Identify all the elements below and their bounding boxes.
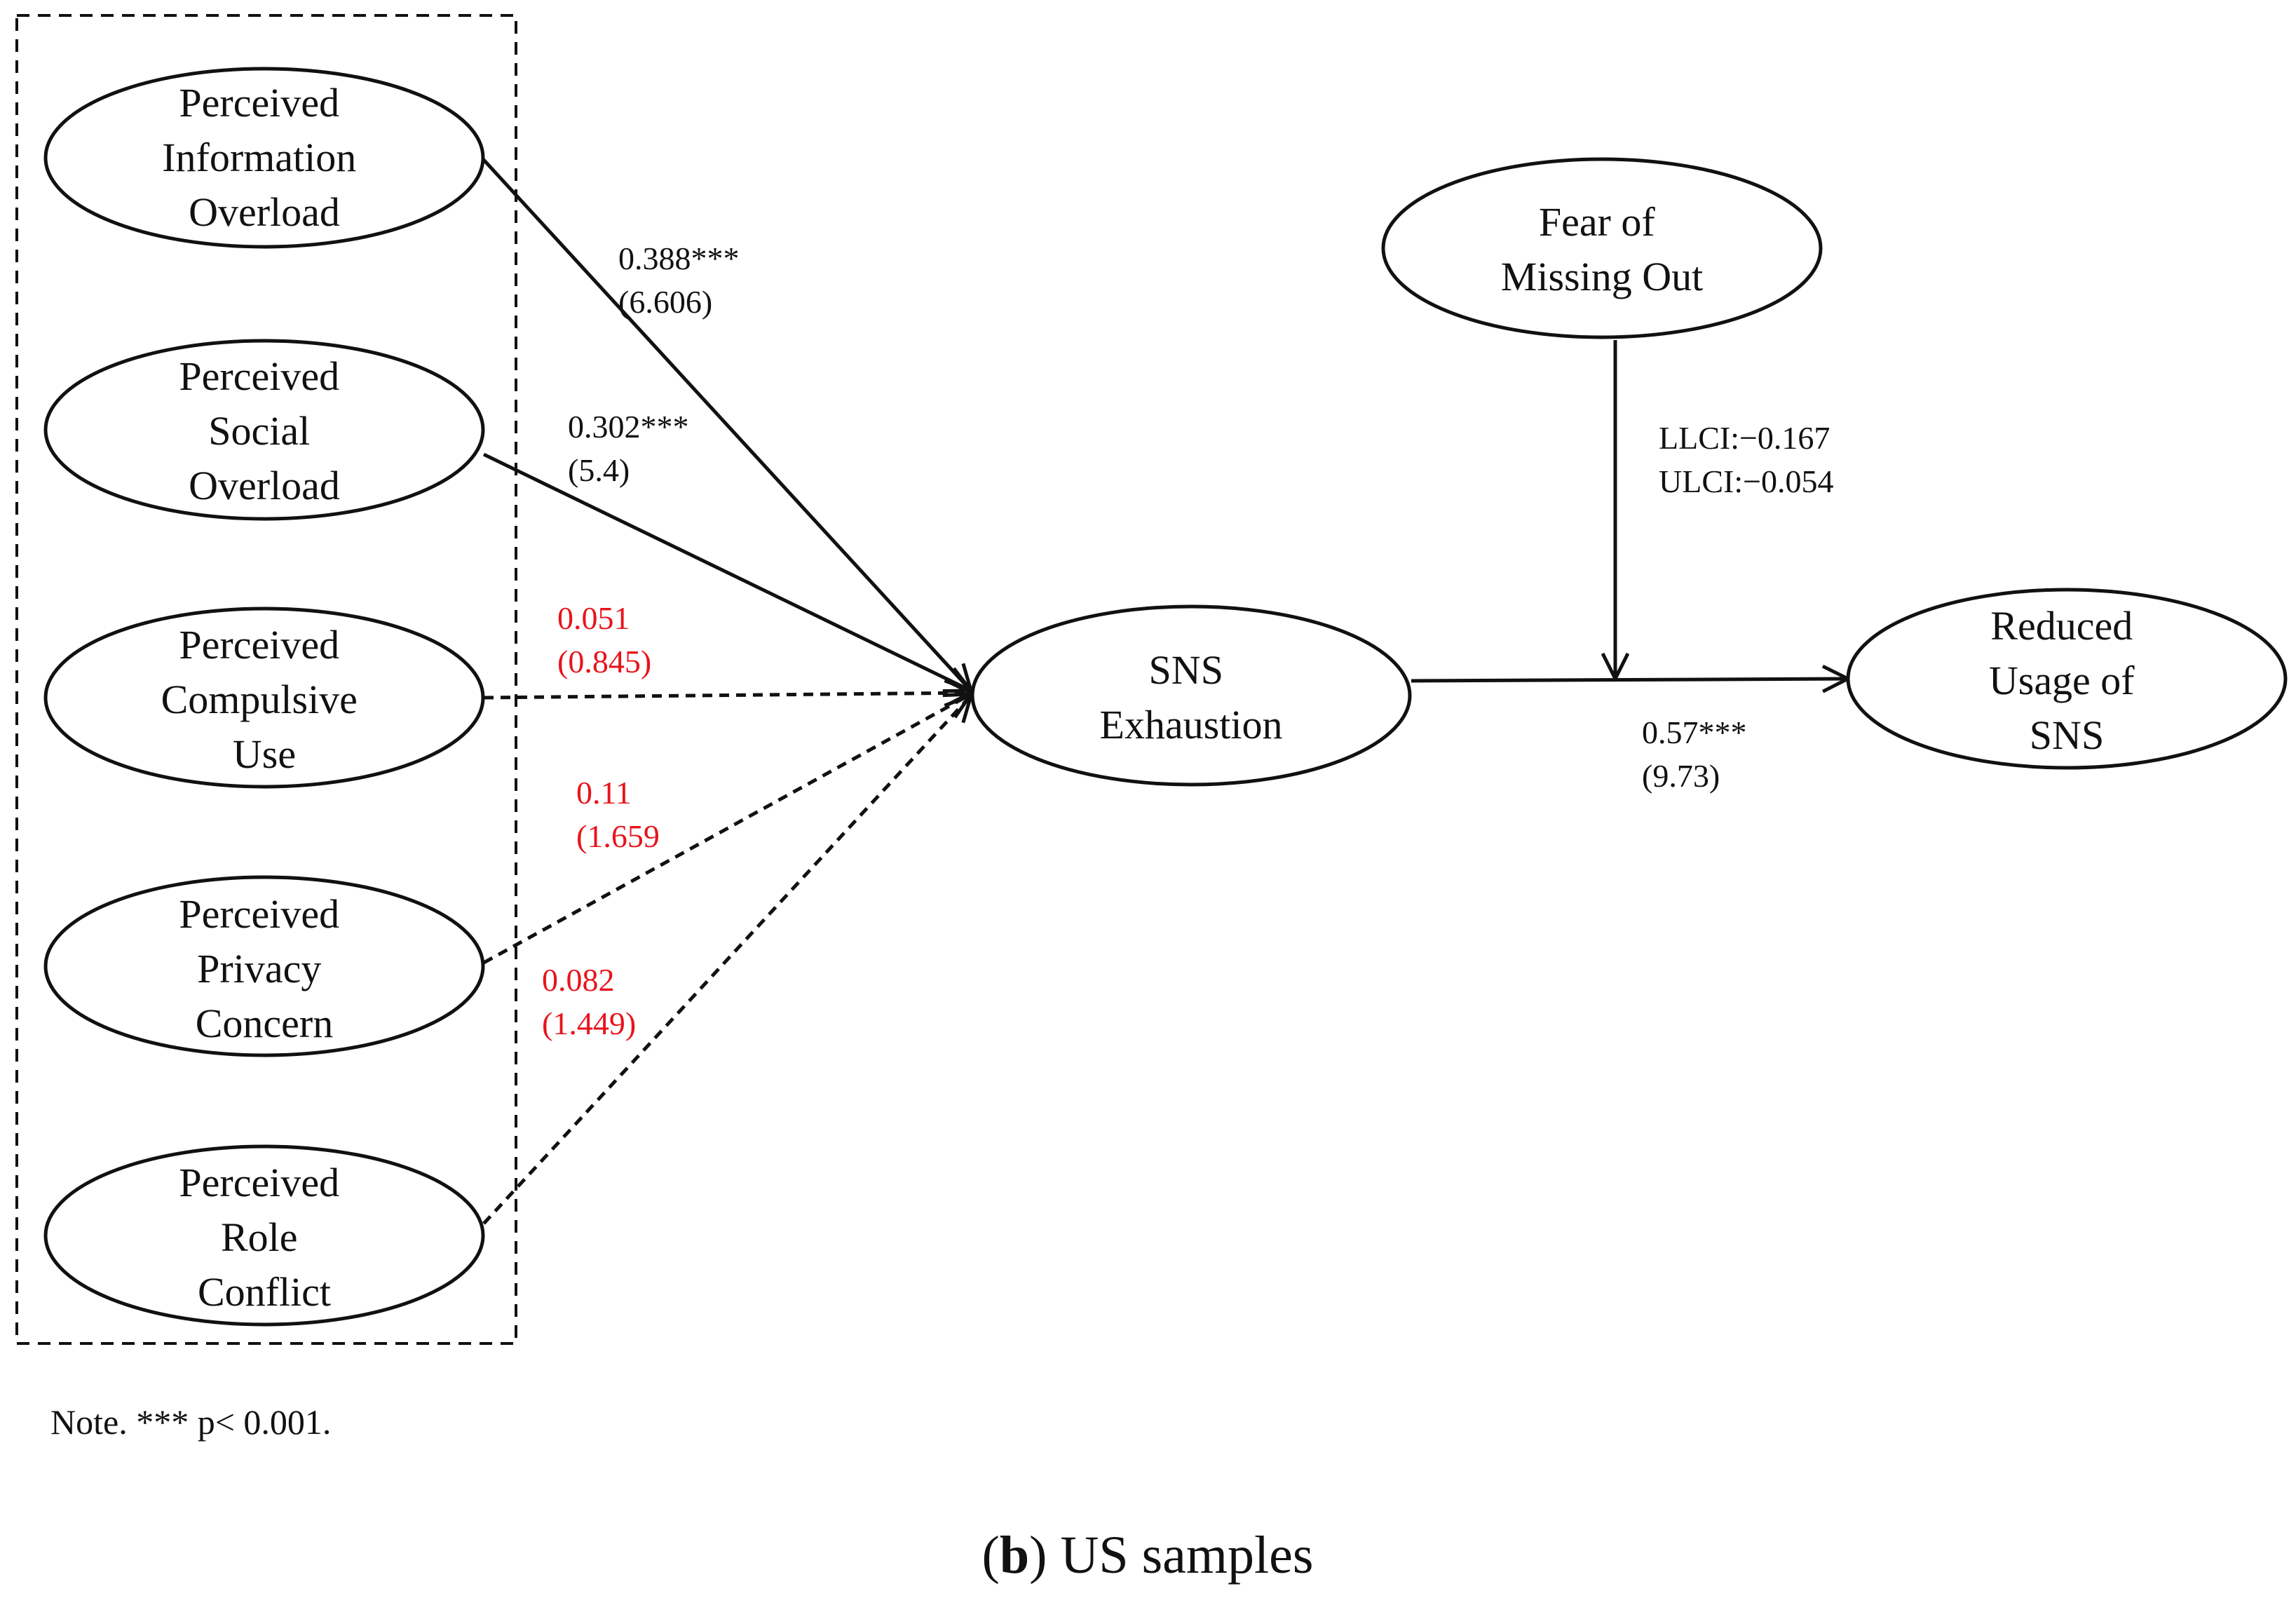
coef-pso: 0.302*** (5.4) (568, 409, 697, 488)
node-fear-of-missing-out (1381, 157, 1823, 339)
path-line-pcu (483, 693, 971, 698)
node-reduced-usage-of-sns (1846, 588, 2288, 770)
coef-ppc: 0.11 (1.659 (576, 775, 660, 854)
coef-pcu: 0.051 (0.845) (557, 600, 651, 679)
path-line-exh (1411, 679, 1848, 681)
figure-caption: (b) US samples (982, 1526, 1314, 1585)
path-line-prc (482, 696, 971, 1225)
node-label-fomo: Fear of Missing Out (1501, 199, 1703, 299)
significance-note: Note. *** p< 0.001. (50, 1402, 331, 1442)
node-label-pcu: Perceived Compulsive Use (161, 622, 368, 777)
node-label-ppc: Perceived Privacy Concern (179, 891, 349, 1046)
node-label-exh: SNS Exhaustion (1100, 647, 1283, 747)
node-sns-exhaustion (970, 604, 1412, 787)
node-perceived-privacy-concern (43, 875, 485, 1057)
node-label-rus: Reduced Usage of SNS (1989, 603, 2145, 758)
path-line-ppc (482, 694, 971, 965)
node-perceived-role-conflict (43, 1144, 485, 1327)
antecedents-group-box (15, 14, 517, 1345)
node-perceived-social-overload (43, 339, 485, 521)
coef-pio: 0.388*** (6.606) (618, 241, 747, 320)
node-label-prc: Perceived Role Conflict (179, 1160, 349, 1315)
coef-fomo: LLCI:−0.167 ULCI:−0.054 (1659, 420, 1838, 499)
node-label-pso: Perceived Social Overload (179, 353, 349, 508)
node-label-pio: Perceived Information Overload (162, 80, 367, 235)
path-line-pio (482, 158, 971, 691)
coef-exh: 0.57*** (9.73) (1642, 715, 1755, 794)
path-line-pso (482, 452, 971, 691)
coef-prc: 0.082 (1.449) (542, 962, 636, 1041)
node-perceived-compulsive-use (43, 607, 485, 789)
node-perceived-information-overload (43, 67, 485, 249)
